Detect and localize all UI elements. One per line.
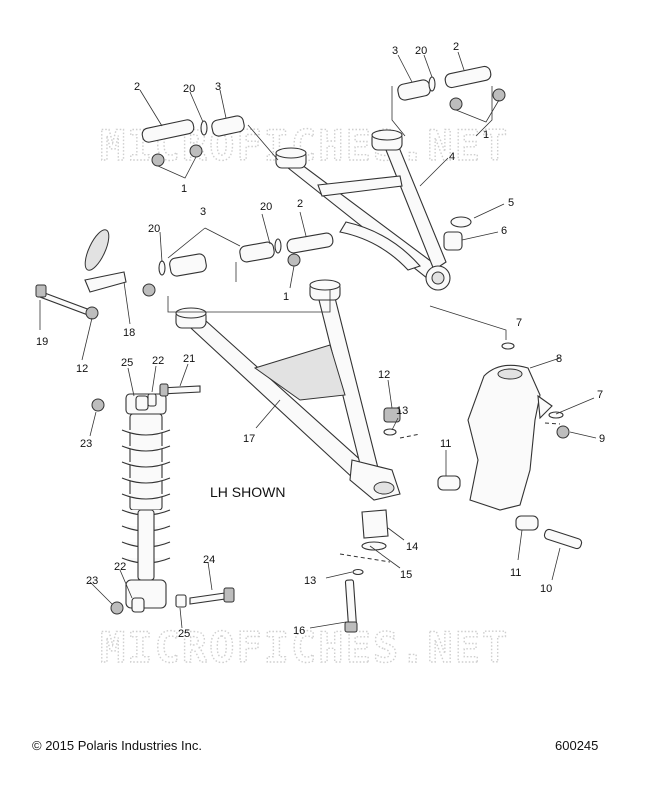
lower-joint-group	[344, 407, 401, 633]
callout-12-left: 12	[76, 363, 88, 375]
callout-25-upper: 25	[121, 357, 133, 369]
callout-4: 4	[449, 151, 455, 163]
callout-23-lower: 23	[86, 575, 98, 587]
lower-a-arm	[175, 279, 401, 501]
callout-20-lower-left: 20	[148, 223, 160, 235]
steering-knuckle	[437, 342, 583, 550]
leader-lines	[39, 51, 597, 629]
callouts: 2 20 3 1 3 20 2 1 4 5 6 3 20 2 20 1 19 1…	[36, 41, 605, 640]
callout-21: 21	[183, 353, 195, 365]
callout-2-upper-left: 2	[134, 81, 140, 93]
callout-1-upper-left: 1	[181, 183, 187, 195]
upper-right-pivot-group	[397, 65, 506, 111]
callout-9: 9	[599, 433, 605, 445]
callout-22-upper: 22	[152, 355, 164, 367]
upper-a-arm	[275, 129, 451, 291]
callout-25-lower: 25	[178, 628, 190, 640]
callout-19: 19	[36, 336, 48, 348]
callout-14: 14	[406, 541, 418, 553]
callout-16: 16	[293, 625, 305, 637]
callout-10: 10	[540, 583, 552, 595]
callout-13-lower: 13	[304, 575, 316, 587]
callout-17: 17	[243, 433, 255, 445]
ball-joint-group	[443, 216, 472, 251]
diagram-part-number: 600245	[555, 738, 599, 753]
callout-1-lower: 1	[283, 291, 289, 303]
callout-13-upper: 13	[396, 405, 408, 417]
callout-22-lower: 22	[114, 561, 126, 573]
watermark-bottom: MICROFICHES.NET	[100, 623, 509, 672]
lower-pivot-group	[84, 229, 334, 297]
callout-5: 5	[508, 197, 514, 209]
callout-1-top: 1	[483, 129, 489, 141]
side-label: LH SHOWN	[210, 484, 285, 500]
copyright-text: © 2015 Polaris Industries Inc.	[32, 738, 202, 753]
callout-3-lower: 3	[200, 206, 206, 218]
callout-24: 24	[203, 554, 215, 566]
upper-left-pivot-group	[141, 115, 245, 167]
callout-20-lower-right: 20	[260, 201, 272, 213]
callout-15: 15	[400, 569, 412, 581]
callout-3-upper-left: 3	[215, 81, 221, 93]
callout-2-lower: 2	[297, 198, 303, 210]
callout-8: 8	[556, 353, 562, 365]
reference-lines	[339, 422, 561, 563]
callout-20-top: 20	[415, 45, 427, 57]
callout-18: 18	[123, 327, 135, 339]
shock-absorber	[91, 383, 235, 615]
callout-20-upper-left: 20	[183, 83, 195, 95]
callout-2-top: 2	[453, 41, 459, 53]
callout-7-lower: 7	[597, 389, 603, 401]
callout-11-lower: 11	[510, 567, 521, 579]
callout-7-upper: 7	[516, 317, 522, 329]
callout-23-upper: 23	[80, 438, 92, 450]
callout-3-top: 3	[392, 45, 398, 57]
callout-11-upper: 11	[440, 438, 451, 450]
callout-12-right: 12	[378, 369, 390, 381]
callout-6: 6	[501, 225, 507, 237]
